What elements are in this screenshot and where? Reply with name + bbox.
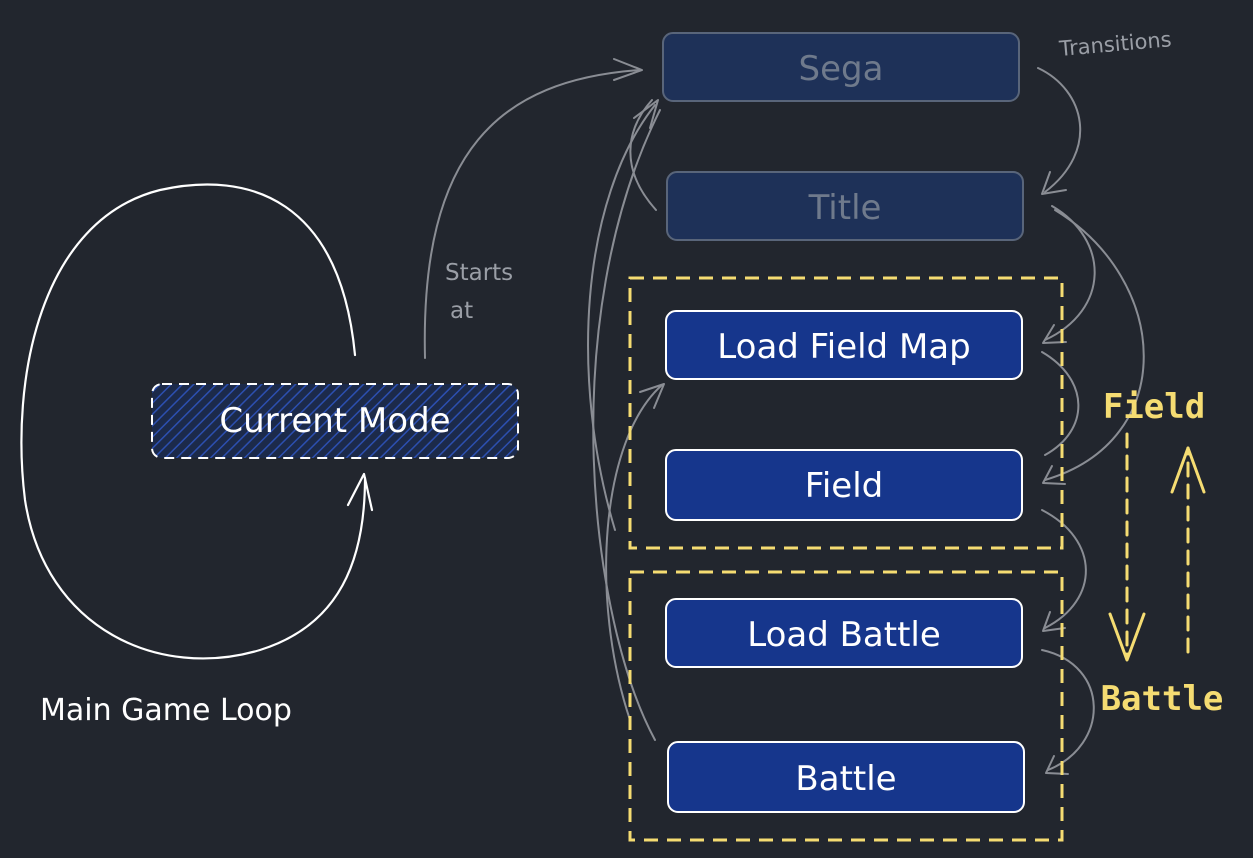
return-arrow-from-battle	[592, 109, 661, 741]
transition-title-to-field	[1044, 209, 1145, 481]
transition-title-to-load-field	[1044, 205, 1096, 341]
main-loop-arrowhead	[346, 472, 374, 512]
load-field-map-mode-label: Load Field Map	[717, 327, 970, 367]
sega-mode-box	[662, 32, 1020, 102]
battle-mode-box	[667, 741, 1025, 813]
transition-field-to-load-battle	[1041, 509, 1087, 629]
battle-group-border	[628, 570, 1064, 842]
battle-mode-label: Battle	[795, 759, 896, 799]
battle-to-field-arrowhead	[1170, 446, 1206, 494]
main-loop-cycle	[20, 183, 367, 660]
title-mode-label: Title	[808, 188, 882, 228]
sega-mode-label: Sega	[799, 49, 884, 89]
load-field-map-mode-box	[665, 310, 1023, 380]
field-group-border	[628, 276, 1064, 550]
return-arrowhead-sega	[633, 99, 659, 129]
load-battle-mode-label: Load Battle	[747, 615, 941, 655]
main-loop-caption: Main Game Loop	[40, 693, 292, 728]
return-arrowhead-load-field	[639, 383, 665, 409]
battle-group-label: Battle	[1101, 679, 1224, 719]
field-mode-box	[665, 449, 1023, 521]
arrowhead-load-battle	[1042, 611, 1066, 632]
arrowhead-field	[1042, 465, 1066, 485]
transition-load-battle-to-battle	[1041, 649, 1095, 771]
return-arrow-from-field	[587, 104, 656, 531]
return-arrow-to-load-field	[605, 384, 663, 721]
current-mode-box	[151, 383, 519, 459]
starts-at-note-line2: at	[450, 298, 473, 324]
transition-load-field-to-field	[1041, 351, 1080, 456]
transition-sega-to-title	[1037, 67, 1082, 193]
return-arrow-from-title	[629, 99, 657, 211]
field-to-battle-arrowhead	[1108, 612, 1146, 662]
current-mode-label: Current Mode	[219, 401, 450, 441]
field-mode-label: Field	[805, 466, 883, 506]
arrowhead-load-field	[1042, 324, 1067, 344]
title-mode-box	[666, 171, 1024, 241]
load-battle-mode-box	[665, 598, 1023, 668]
transitions-note: Transitions	[1057, 27, 1172, 61]
starts-at-note-line1: Starts	[445, 260, 513, 286]
arrowhead-title	[1041, 171, 1067, 195]
starts-at-arrow	[423, 69, 641, 359]
starts-at-arrowhead	[613, 58, 643, 81]
field-group-label: Field	[1103, 387, 1205, 427]
